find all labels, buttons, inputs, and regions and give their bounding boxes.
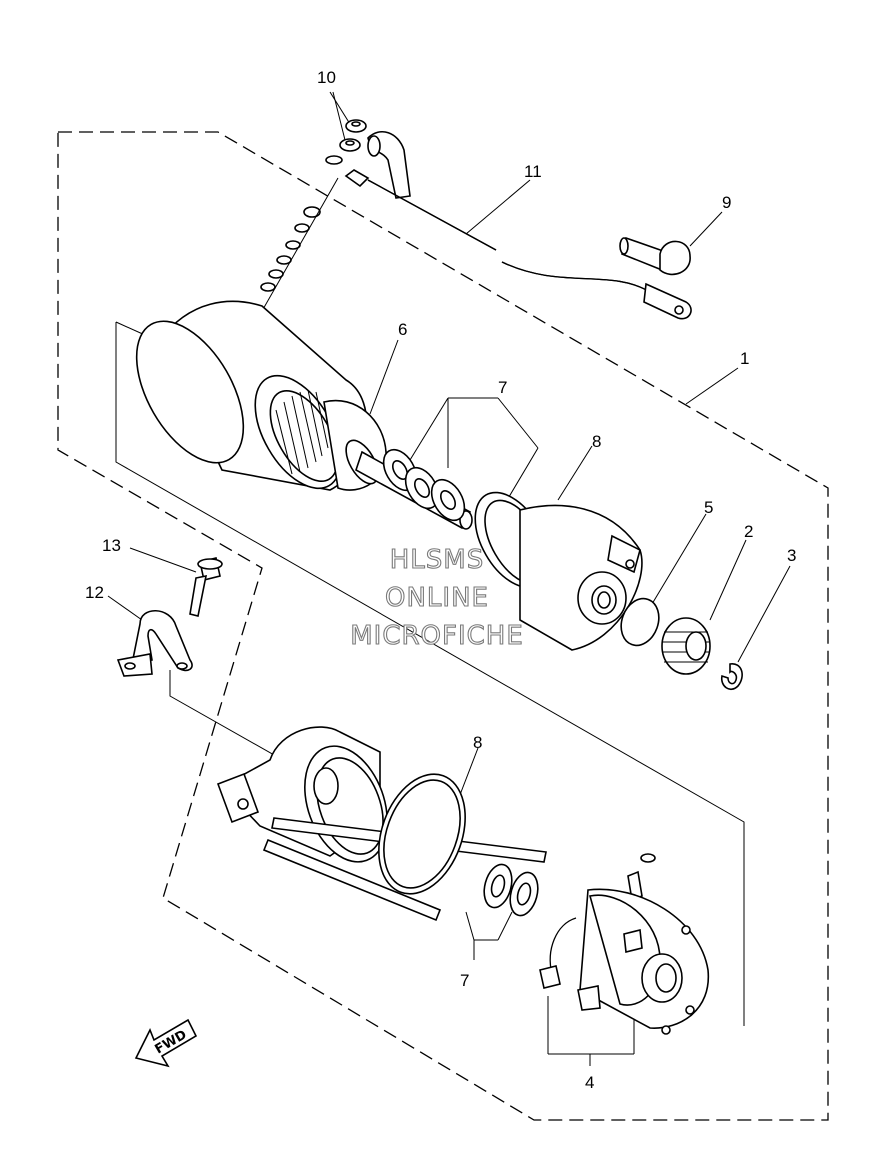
callout-2: 2 — [744, 522, 753, 541]
forward-direction-arrow: FWD — [134, 1018, 198, 1068]
callout-9: 9 — [722, 193, 731, 212]
callout-8-upper: 8 — [592, 432, 601, 451]
callout-6: 6 — [398, 320, 407, 339]
callout-5: 5 — [704, 498, 713, 517]
callout-labels: 1 2 3 4 5 6 7 7 8 8 9 10 11 12 13 — [85, 68, 796, 1092]
upper-washer-set — [382, 448, 466, 522]
watermark-line-1: HLSMS — [390, 545, 484, 575]
terminal-boot-cap — [619, 236, 691, 276]
brush-holder-assembly — [539, 853, 710, 1035]
o-ring-small — [620, 597, 660, 647]
lower-washer-set — [483, 863, 539, 917]
callout-12: 12 — [85, 583, 104, 602]
watermark-line-2: ONLINE — [385, 583, 489, 613]
front-cover — [474, 491, 643, 651]
callout-13: 13 — [102, 536, 121, 555]
callout-3: 3 — [787, 546, 796, 565]
callout-10: 10 — [317, 68, 336, 87]
circlip — [720, 663, 743, 691]
callout-4: 4 — [585, 1073, 594, 1092]
watermark: HLSMS ONLINE MICROFICHE — [350, 544, 524, 651]
callout-7-upper: 7 — [498, 378, 507, 397]
rear-yoke-housing — [216, 726, 388, 863]
callout-1: 1 — [740, 349, 749, 368]
callout-11: 11 — [524, 162, 542, 181]
cable-clamp — [116, 610, 193, 677]
terminal-nuts — [339, 119, 411, 199]
assembly-boundary-dashed — [57, 131, 829, 1121]
watermark-line-3: MICROFICHE — [350, 621, 524, 651]
callout-7-lower: 7 — [460, 971, 469, 990]
washer-stack — [257, 155, 343, 319]
mounting-bolt — [189, 557, 223, 617]
callout-8-lower: 8 — [473, 733, 482, 752]
lead-wire — [344, 169, 692, 320]
o-ring-large — [378, 773, 466, 895]
pinion-gear — [661, 617, 711, 675]
